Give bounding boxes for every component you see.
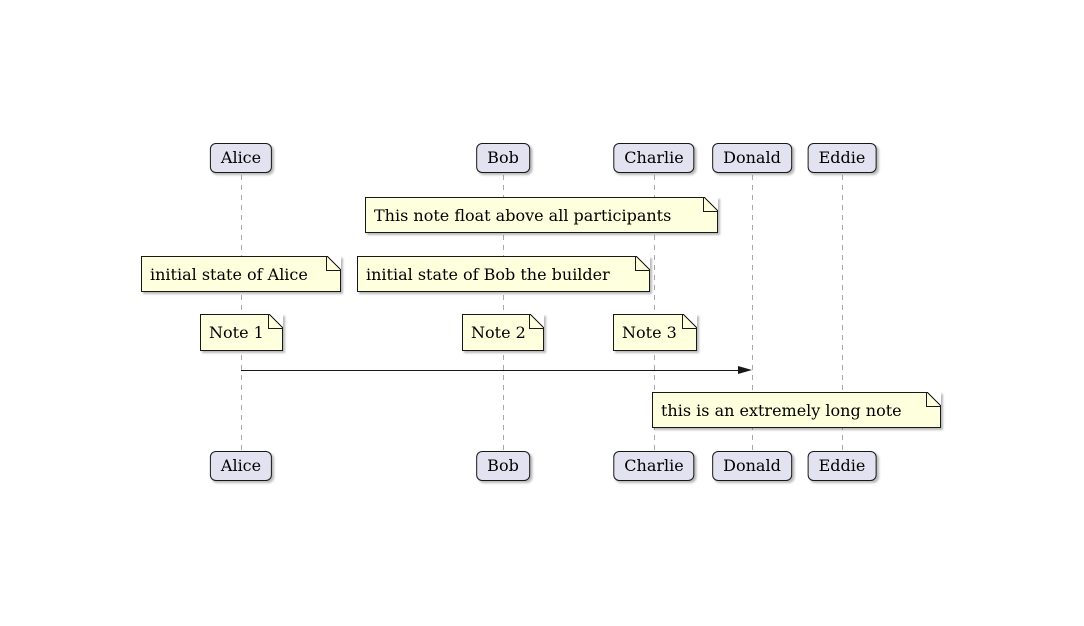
note-initial-state-alice: initial state of Alice: [141, 256, 341, 292]
participant-eddie-bottom: Eddie: [807, 451, 877, 481]
lifeline-charlie: [654, 175, 655, 451]
participant-donald-top: Donald: [712, 143, 792, 173]
fold-corner-icon: [682, 314, 697, 329]
lifeline-eddie: [842, 175, 843, 451]
participant-bob-bottom: Bob: [476, 451, 530, 481]
note-text: Note 3: [622, 323, 677, 342]
fold-corner-icon: [926, 392, 941, 407]
lifeline-donald: [752, 175, 753, 451]
participant-eddie-top: Eddie: [807, 143, 877, 173]
participant-charlie-bottom: Charlie: [613, 451, 695, 481]
note-2: Note 2: [462, 314, 544, 351]
message-arrow-alice-to-donald: [241, 370, 740, 371]
participant-charlie-top: Charlie: [613, 143, 695, 173]
participant-bob-top: Bob: [476, 143, 530, 173]
note-text: initial state of Bob the builder: [366, 264, 610, 284]
participant-alice-top: Alice: [209, 143, 273, 173]
fold-corner-icon: [326, 256, 341, 271]
arrowhead-icon: [738, 366, 752, 374]
note-initial-state-bob: initial state of Bob the builder: [357, 256, 650, 292]
fold-corner-icon: [529, 314, 544, 329]
note-1: Note 1: [200, 314, 283, 351]
note-text: This note float above all participants: [374, 205, 672, 225]
note-text: this is an extremely long note: [661, 400, 902, 420]
note-extremely-long: this is an extremely long note: [652, 392, 941, 428]
participant-donald-bottom: Donald: [712, 451, 792, 481]
note-float-above-participants: This note float above all participants: [365, 197, 718, 233]
fold-corner-icon: [268, 314, 283, 329]
note-text: Note 2: [471, 323, 526, 342]
lifeline-alice: [241, 175, 242, 451]
fold-corner-icon: [635, 256, 650, 271]
note-text: initial state of Alice: [150, 264, 308, 284]
participant-alice-bottom: Alice: [209, 451, 273, 481]
note-text: Note 1: [209, 323, 264, 342]
note-3: Note 3: [613, 314, 697, 351]
fold-corner-icon: [703, 197, 718, 212]
lifeline-bob: [503, 175, 504, 451]
